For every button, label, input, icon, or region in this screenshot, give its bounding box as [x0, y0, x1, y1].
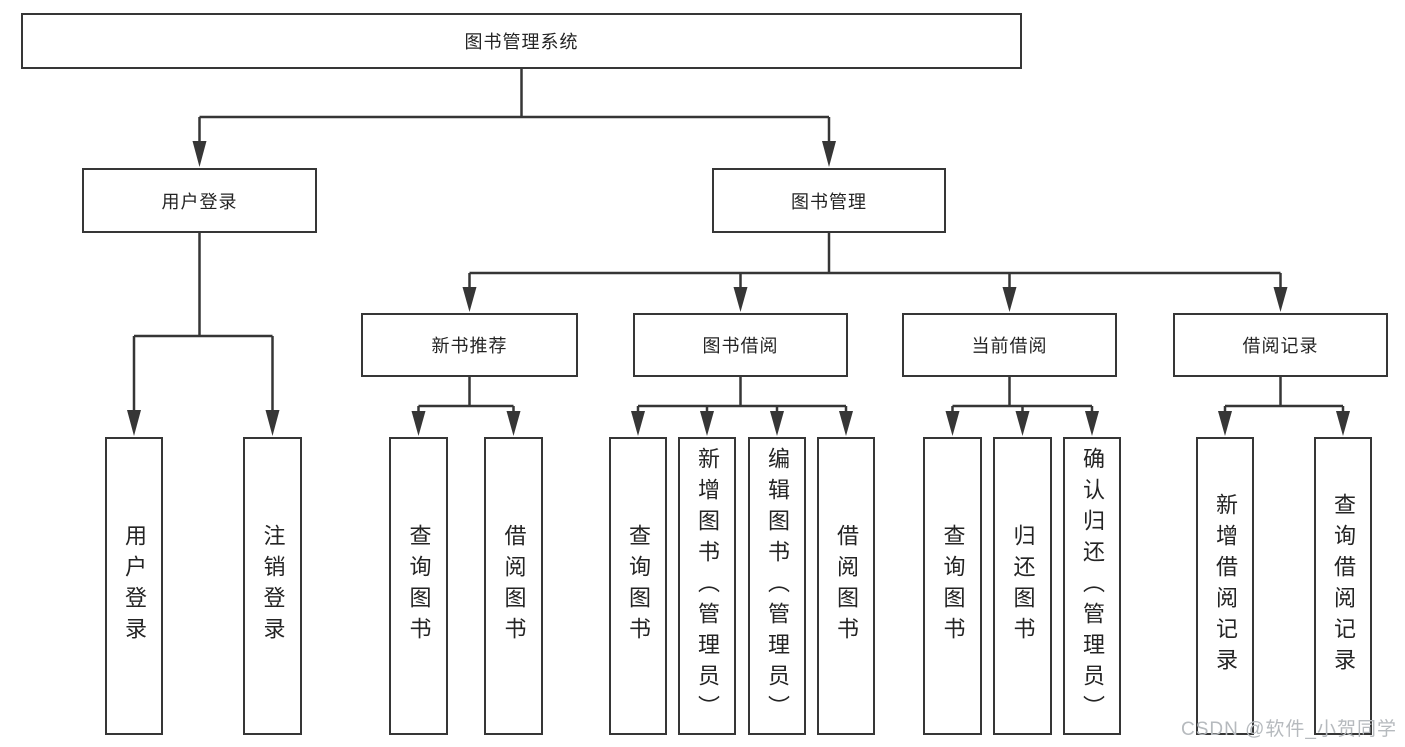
- node-label: 用户登录: [122, 524, 147, 648]
- leaf-borrow-books-recommend: 借阅图书: [484, 437, 543, 735]
- leaf-add-book-admin: 新增图书（管理员）: [678, 437, 736, 735]
- node-label: 用户登录: [161, 191, 238, 212]
- arrow-down-icon: [1085, 411, 1099, 436]
- arrow-down-icon: [700, 411, 714, 436]
- node-label: 借阅记录: [1242, 336, 1319, 356]
- node-label: 查询图书: [406, 524, 432, 648]
- node-label: 当前借阅: [971, 336, 1048, 356]
- node-label: 查询图书: [626, 524, 651, 648]
- arrow-down-icon: [192, 141, 207, 167]
- leaf-edit-book-admin: 编辑图书（管理员）: [748, 437, 806, 735]
- node-label: 新增图书（管理员）: [695, 446, 720, 726]
- leaf-query-books-borrow: 查询图书: [609, 437, 667, 735]
- arrow-down-icon: [733, 287, 748, 312]
- node-user-login: 用户登录: [82, 168, 317, 233]
- node-label: 新增借阅记录: [1213, 493, 1238, 679]
- arrow-down-icon: [411, 411, 426, 436]
- leaf-logout: 注销登录: [243, 437, 302, 735]
- branch-current-borrow-to-leaves: [945, 377, 1099, 436]
- arrow-down-icon: [631, 411, 645, 436]
- node-new-book-recommend: 新书推荐: [361, 313, 578, 377]
- leaf-query-borrow-record: 查询借阅记录: [1314, 437, 1372, 735]
- branch-new-book-recommend-to-leaves: [411, 377, 521, 436]
- node-label: 确认归还（管理员）: [1080, 446, 1105, 726]
- branch-borrow-records-to-leaves: [1218, 377, 1350, 436]
- node-label: 归还图书: [1010, 524, 1036, 648]
- arrow-down-icon: [1218, 411, 1232, 436]
- arrow-down-icon: [945, 411, 960, 436]
- arrow-down-icon: [839, 411, 853, 436]
- node-label: 查询借阅记录: [1331, 493, 1356, 679]
- node-book-borrow: 图书借阅: [633, 313, 848, 377]
- node-label: 借阅图书: [501, 524, 527, 648]
- node-label: 图书管理: [791, 191, 867, 212]
- arrow-down-icon: [1015, 411, 1030, 436]
- csdn-watermark: CSDN @软件_小贺同学: [1181, 719, 1397, 740]
- leaf-add-borrow-record: 新增借阅记录: [1196, 437, 1254, 735]
- node-label: 注销登录: [260, 524, 286, 648]
- node-label: 图书借阅: [702, 336, 779, 356]
- node-label: 借阅图书: [834, 524, 859, 648]
- node-label: 图书管理系统: [464, 32, 579, 52]
- arrow-down-icon: [1336, 411, 1350, 436]
- branch-user-login-to-leaves: [127, 233, 280, 436]
- leaf-return-books: 归还图书: [993, 437, 1052, 735]
- leaf-borrow-books: 借阅图书: [817, 437, 875, 735]
- node-label: 查询图书: [940, 524, 966, 648]
- leaf-query-books-current: 查询图书: [923, 437, 982, 735]
- node-label: 新书推荐: [431, 336, 508, 356]
- arrow-down-icon: [506, 411, 521, 436]
- node-book-management: 图书管理: [712, 168, 946, 233]
- leaf-query-books-recommend: 查询图书: [389, 437, 448, 735]
- branch-book-management-to-level3: [462, 233, 1288, 312]
- leaf-confirm-return-admin: 确认归还（管理员）: [1063, 437, 1121, 735]
- node-label: 编辑图书（管理员）: [765, 446, 790, 726]
- leaf-user-login: 用户登录: [105, 437, 163, 735]
- arrow-down-icon: [1002, 287, 1017, 312]
- branch-root-to-level2: [192, 69, 836, 167]
- arrow-down-icon: [127, 410, 141, 436]
- node-borrow-records: 借阅记录: [1173, 313, 1388, 377]
- arrow-down-icon: [265, 410, 280, 436]
- arrow-down-icon: [822, 141, 836, 167]
- node-current-borrow: 当前借阅: [902, 313, 1117, 377]
- arrow-down-icon: [1273, 287, 1288, 312]
- node-library-management-system: 图书管理系统: [21, 13, 1022, 69]
- branch-book-borrow-to-leaves: [631, 377, 853, 436]
- arrow-down-icon: [770, 411, 784, 436]
- arrow-down-icon: [462, 287, 477, 312]
